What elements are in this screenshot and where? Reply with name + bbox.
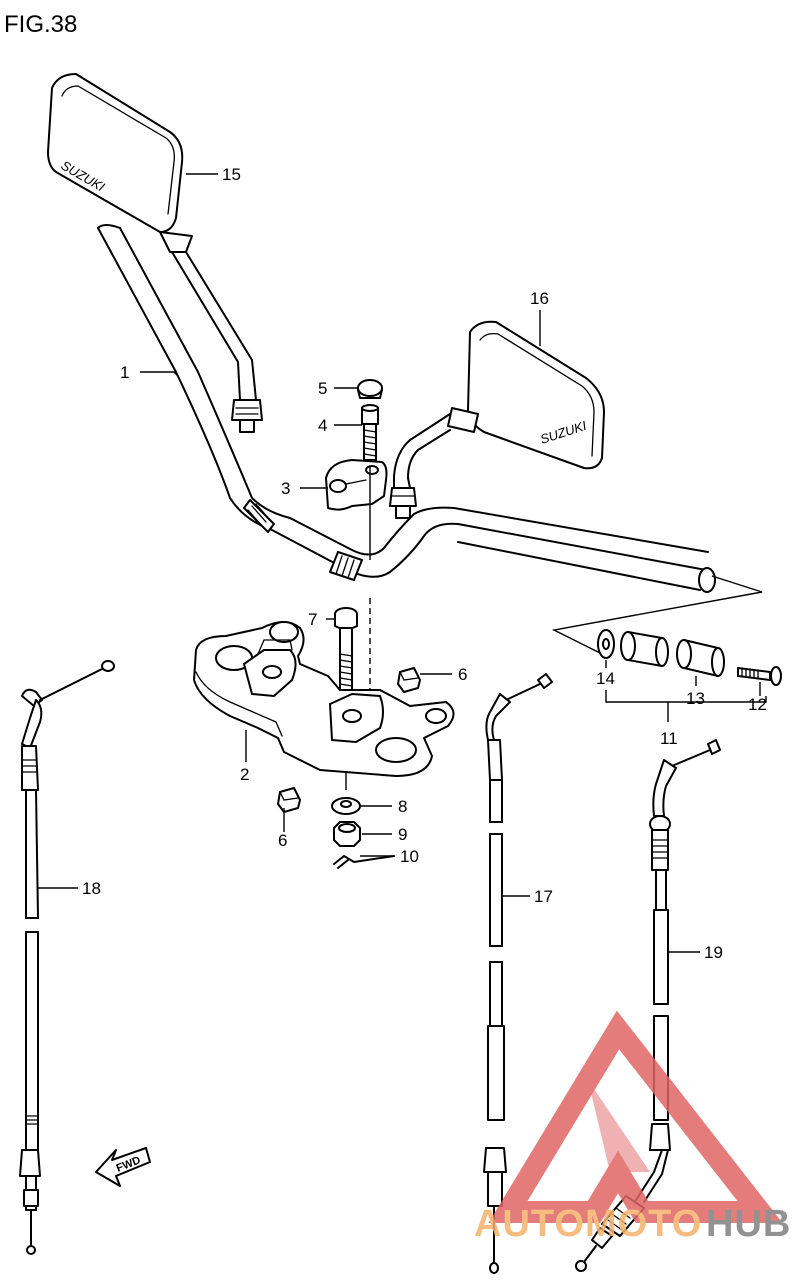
weight-13a (620, 631, 669, 667)
cut-line (551, 575, 763, 655)
callout-7: 7 (308, 610, 317, 629)
nut-9 (333, 821, 361, 847)
lower-holder-2 (193, 621, 455, 777)
watermark-text-secondary: HUB (706, 1203, 791, 1245)
callout-19: 19 (704, 943, 723, 962)
callout-10: 10 (400, 847, 419, 866)
forward-direction-indicator: FWD (95, 1147, 151, 1187)
callout-15: 15 (222, 165, 241, 184)
cap-5 (357, 379, 383, 399)
cable-18 (19, 660, 115, 1255)
screw-12 (737, 666, 782, 686)
callout-11: 11 (660, 729, 678, 748)
bracket-11 (605, 690, 767, 703)
watermark-logo: AUTOMOTO HUB (474, 1010, 791, 1245)
callout-4: 4 (318, 416, 327, 435)
washer-14 (597, 629, 615, 659)
rubber-6-top (397, 667, 421, 693)
callout-12: 12 (748, 695, 767, 714)
callout-16: 16 (530, 289, 549, 308)
cable-17 (483, 673, 553, 1274)
handlebar (97, 224, 716, 593)
clip-10 (333, 855, 395, 869)
bolt-7 (334, 607, 358, 697)
callout-14: 14 (596, 669, 615, 688)
callout-1: 1 (120, 363, 129, 382)
callout-8: 8 (398, 797, 407, 816)
callout-13: 13 (686, 689, 705, 708)
rubber-6-bottom (277, 787, 301, 813)
callout-17: 17 (534, 887, 553, 906)
watermark-text-primary: AUTOMOTO (474, 1203, 702, 1245)
callout-6-second: 6 (278, 831, 287, 850)
callout-2: 2 (240, 765, 249, 784)
right-mirror: SUZUKI (389, 320, 605, 519)
callout-3: 3 (281, 479, 290, 498)
washer-8 (331, 797, 361, 815)
left-mirror: SUZUKI (47, 73, 263, 433)
weight-13b (676, 639, 725, 677)
figure-title: FIG.38 (4, 11, 77, 38)
callout-labels: 1 2 3 4 5 6 7 8 9 10 11 12 13 14 15 16 1… (82, 165, 767, 962)
callout-6: 6 (458, 665, 467, 684)
callout-5: 5 (318, 379, 327, 398)
upper-clamp-3 (325, 459, 388, 511)
bolt-4 (361, 404, 379, 461)
callout-9: 9 (398, 825, 407, 844)
callout-18: 18 (82, 879, 101, 898)
leader-lines (38, 173, 761, 953)
